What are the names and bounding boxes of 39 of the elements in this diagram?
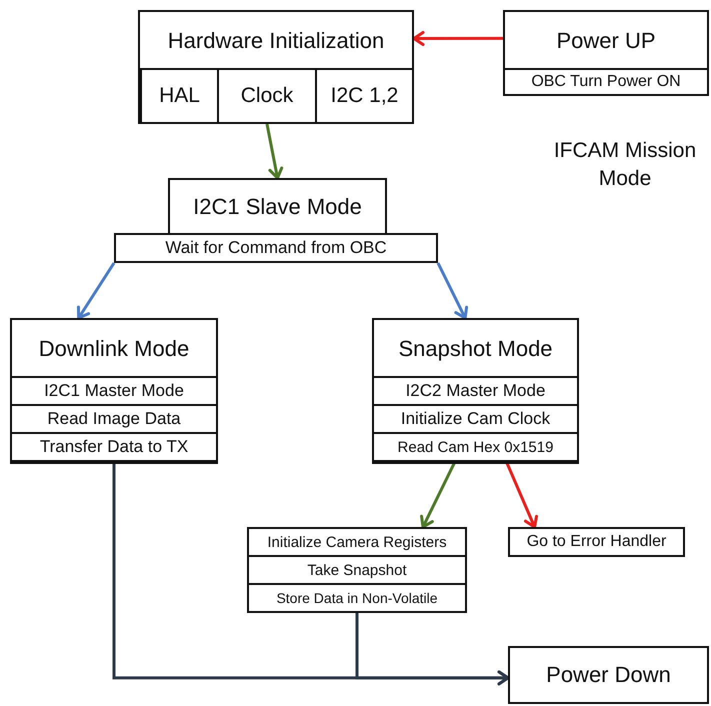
section-box [372,318,579,464]
arrow [412,31,503,46]
step-text: Take Snapshot [306,560,408,580]
section-heading: Downlink Mode [38,335,190,363]
step-text: I2C2 Master Mode [404,380,546,402]
process-box [140,68,219,124]
section-heading: Power UP [555,27,657,55]
step-text: Initialize Camera Registers [266,532,448,552]
section-box [503,10,709,96]
arrow [76,262,116,320]
process-box [247,583,467,613]
section-heading: Hardware Initialization [166,27,386,55]
process-box [168,178,387,235]
step-text: I2C1 Slave Mode [192,192,363,220]
arrow [356,613,510,686]
step-text: Go to Error Handler [526,532,668,552]
process-box [114,233,438,263]
process-box [508,527,685,557]
step-text: I2C1 Master Mode [43,380,185,402]
step-text: HAL [158,83,201,109]
step-text: Clock [240,83,294,109]
step-text: Transfer Data to TX [38,436,190,458]
process-box [247,527,467,557]
step-text: Read Image Data [46,408,182,430]
step-text: Wait for Command from OBC [164,237,388,259]
step-text: I2C 1,2 [330,83,400,109]
process-box [508,646,709,704]
arrow [266,124,284,180]
step-text: Initialize Cam Clock [400,408,552,430]
step-text: Read Cam Hex 0x1519 [396,438,554,458]
process-box [247,555,467,585]
section-heading: Snapshot Mode [397,335,554,363]
step-text: Store Data in Non-Volatile [275,589,439,608]
step-text: Power Down [545,661,672,689]
section-box [138,10,414,124]
step-text: OBC Turn Power ON [530,72,682,92]
section-box [10,318,218,464]
diagram-label: IFCAM Mission Mode [552,138,698,192]
arrow [436,262,468,320]
